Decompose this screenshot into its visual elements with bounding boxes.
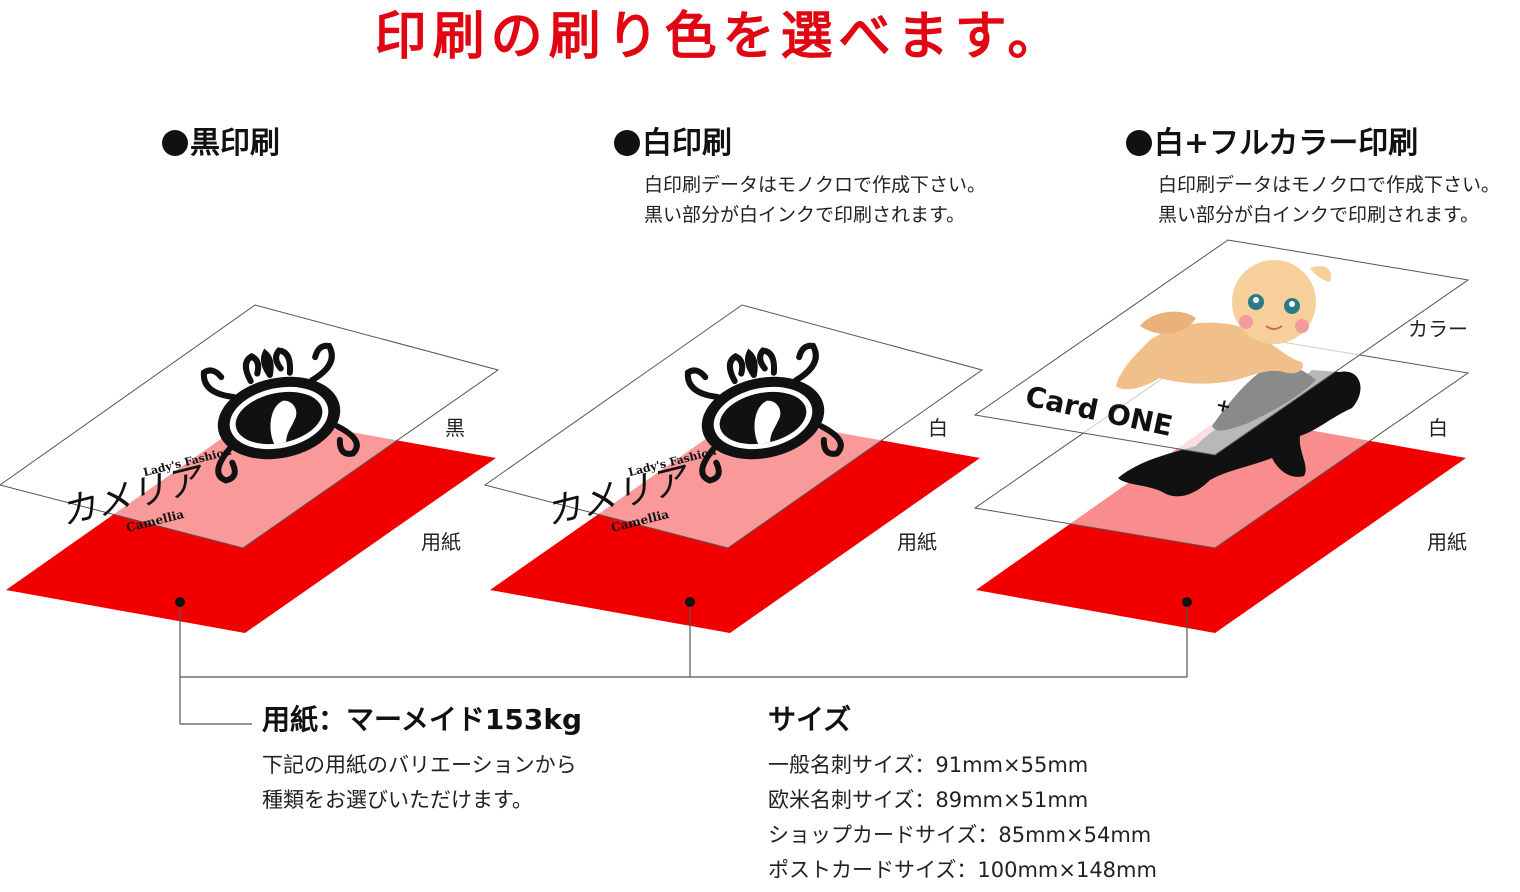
size-line: ショップカードサイズ：85mm×54mm bbox=[768, 823, 1152, 847]
note-white-1: 白印刷データはモノクロで作成下さい。 bbox=[644, 174, 987, 196]
stack-black: カメリア Lady's Fashion Camellia bbox=[0, 304, 500, 633]
doll-shadow bbox=[1212, 365, 1316, 431]
bullet-icon bbox=[614, 130, 640, 156]
layer-label-color: カラー bbox=[1408, 317, 1468, 341]
pointer-dot bbox=[175, 597, 185, 607]
page-title: 印刷の刷り色を選べます。 bbox=[374, 6, 1066, 67]
pointer-dot bbox=[1182, 597, 1192, 607]
bullet-icon bbox=[162, 130, 188, 156]
stack-white-fullcolor: Card ONE + bbox=[973, 239, 1470, 633]
layer-label-paper: 用紙 bbox=[1427, 530, 1467, 554]
column-title-white: 白印刷 bbox=[614, 124, 732, 164]
layer-label-white: 白 bbox=[1428, 416, 1448, 440]
column-title-text: 黒印刷 bbox=[190, 126, 280, 161]
note-white-2: 黒い部分が白インクで印刷されます。 bbox=[644, 204, 966, 226]
stack-white: カメリア Lady's Fashion Camellia bbox=[483, 304, 984, 633]
logo-sup-text: + bbox=[1214, 394, 1233, 418]
layer-label-white: 白 bbox=[928, 416, 948, 440]
paper-line: 下記の用紙のバリエーションから bbox=[262, 753, 577, 777]
doll-illustration bbox=[1116, 260, 1332, 390]
layer-label-paper: 用紙 bbox=[421, 530, 461, 554]
column-title-text: 白印刷 bbox=[642, 126, 732, 161]
size-title: サイズ bbox=[768, 703, 852, 736]
bullet-icon bbox=[1126, 130, 1152, 156]
layer-label-black: 黒 bbox=[445, 416, 465, 440]
column-title-black: 黒印刷 bbox=[162, 124, 280, 164]
pointer-dot bbox=[685, 597, 695, 607]
size-line: ポストカードサイズ：100mm×148mm bbox=[768, 858, 1157, 882]
paper-line: 種類をお選びいただけます。 bbox=[262, 788, 533, 812]
size-line: 欧米名刺サイズ：89mm×51mm bbox=[768, 788, 1089, 812]
paper-title: 用紙：マーメイド153kg bbox=[262, 703, 582, 736]
layer-label-paper: 用紙 bbox=[897, 530, 937, 554]
column-title-white-fullcolor: 白+フルカラー印刷 bbox=[1126, 124, 1418, 164]
size-line: 一般名刺サイズ：91mm×55mm bbox=[768, 753, 1089, 777]
connector-lines bbox=[179, 602, 1188, 725]
note-fullcolor-1: 白印刷データはモノクロで作成下さい。 bbox=[1158, 174, 1501, 196]
note-fullcolor-2: 黒い部分が白インクで印刷されます。 bbox=[1158, 204, 1480, 226]
column-title-text: 白+フルカラー印刷 bbox=[1154, 126, 1419, 161]
